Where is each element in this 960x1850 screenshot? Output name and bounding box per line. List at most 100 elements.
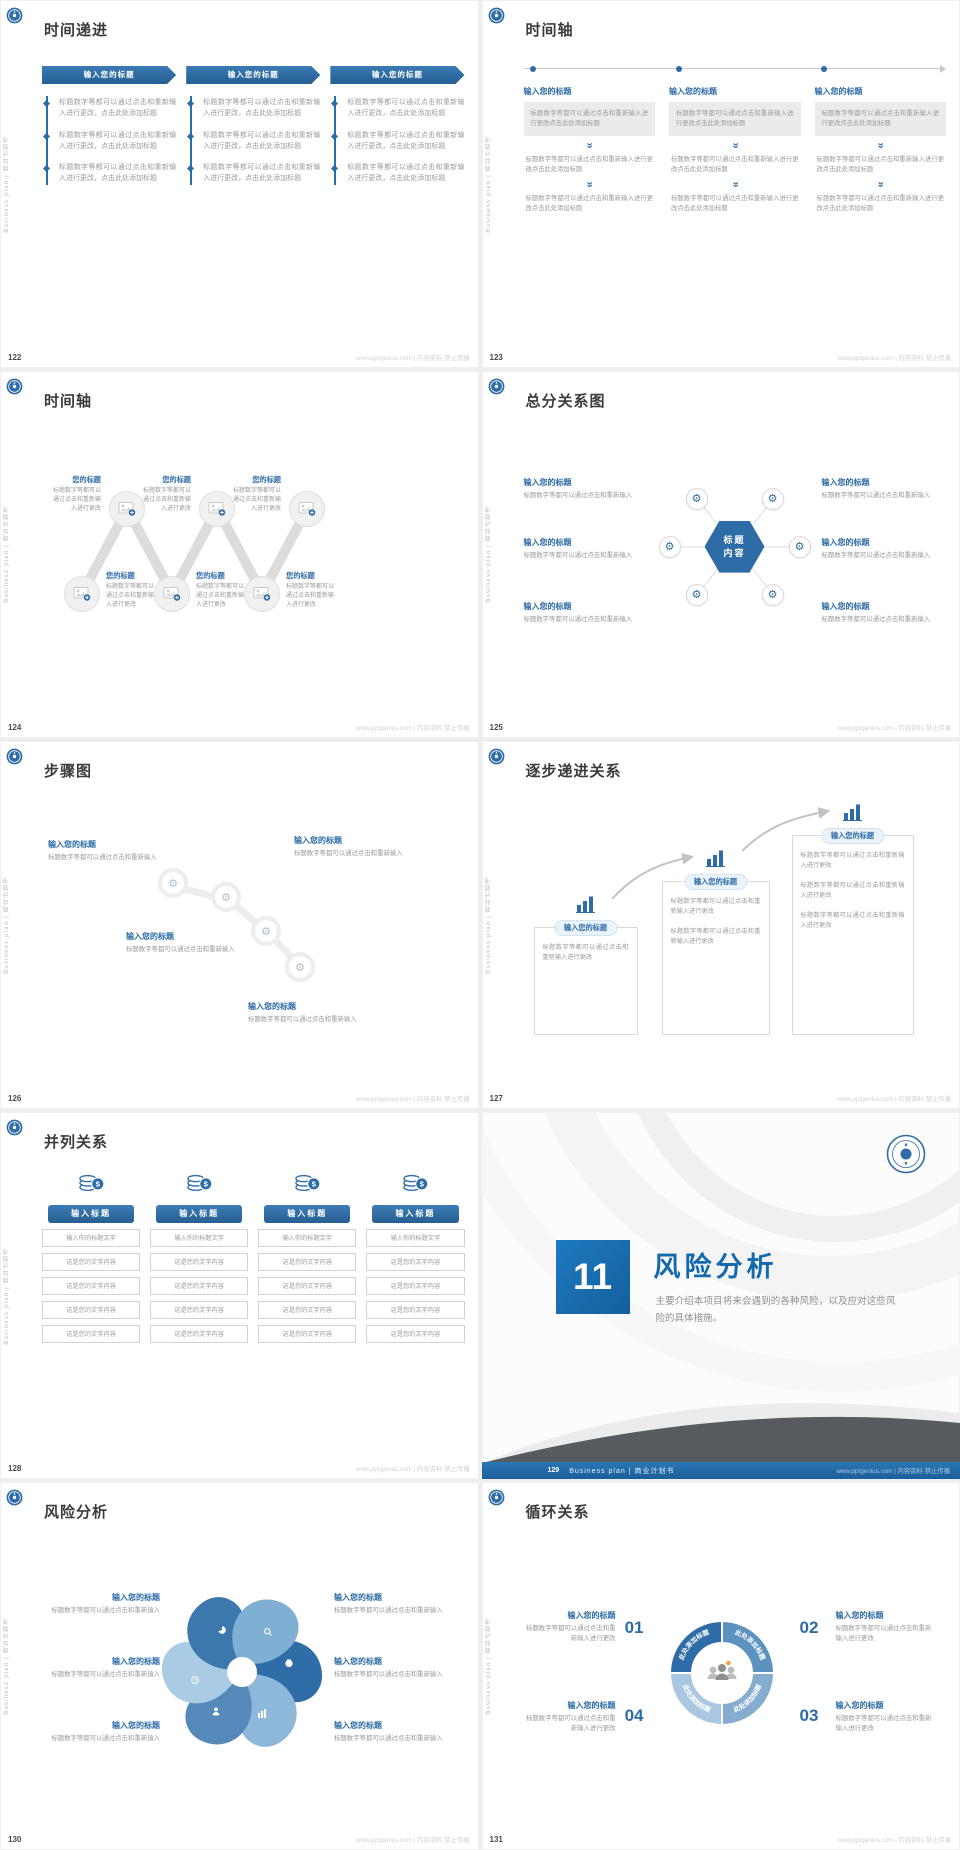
step-paragraph: 标题数字等都可以通过点击和重新输入进行更改 — [800, 882, 905, 899]
gray-text-box: 标题数字等都可以通过点击和重新输入进行更改点击此处添加标题 — [523, 102, 655, 137]
step-box: 输入您的标题 标题数字等都可以通过点击和重新输入进行更改 — [533, 920, 638, 1036]
body-paragraph: 标题数字等都可以通过点击和重新输入进行更改点击此处添加标题 — [671, 156, 799, 174]
arrow-banner: 输入您的标题 — [42, 66, 176, 84]
svg-text:$: $ — [420, 1179, 425, 1188]
svg-text:$: $ — [95, 1179, 100, 1188]
text-row: 这是您的文字内容 — [42, 1252, 141, 1271]
section-title: 风险分析 — [653, 1251, 778, 1282]
block-text: 标题数字等都可以通过点击和重新输入进行更改 — [835, 1715, 932, 1733]
slide-127-progressive-relation: Business plan | 商业计划书 逐步递进关系 输入您的标题 标题数字… — [481, 741, 960, 1109]
bullet-item: 标题数字等都可以通过点击和重新输入进行更改，点击此处添加标题 — [48, 163, 176, 185]
slide-123-timeline: Business plan | 商业计划书 时间轴 输入您的标题 标题数字等都可… — [481, 0, 960, 368]
zigzag-connector — [77, 503, 313, 599]
node-label: 您的标题标题数字等都可以通过点击和重新输入进行更改 — [233, 475, 281, 514]
gear-icon: ⚙ — [761, 583, 784, 606]
add-picture-icon — [208, 502, 226, 516]
parallel-column: $ 输入标题 输入你的标题文字 这是您的文字内容 这是您的文字内容 这是您的文字… — [150, 1170, 249, 1343]
brand-logo-icon — [488, 7, 504, 24]
bullet-item: 标题数字等都可以通过点击和重新输入进行更改，点击此处添加标题 — [192, 98, 320, 120]
add-picture-icon — [253, 587, 271, 601]
feature-block: 输入您的标题标题数字等都可以通过点击和重新输入进行更改 — [836, 1610, 938, 1644]
node-text: 标题数字等都可以通过点击和重新输入进行更改 — [286, 583, 335, 608]
image-placeholder-node — [199, 490, 235, 527]
brand-logo-icon — [886, 1134, 926, 1174]
slide-content: 输入您的标题 标题数字等都可以通过点击和重新输入进行更改，点击此处添加标题 标题… — [42, 54, 465, 344]
step-box-title: 输入您的标题 — [683, 874, 748, 891]
text-row: 输入你的标题文字 — [42, 1228, 141, 1247]
gear-icon: ⚙ — [295, 961, 305, 974]
double-chevron-down-icon: » — [874, 181, 887, 188]
bullet-item: 标题数字等都可以通过点击和重新输入进行更改，点击此处添加标题 — [336, 98, 464, 120]
sidebar-vertical-text: Business plan | 商业计划书 — [485, 135, 492, 233]
add-picture-icon — [73, 587, 91, 601]
image-placeholder-node — [289, 490, 325, 527]
block-title: 输入您的标题 — [334, 1593, 382, 1603]
sidebar-vertical-text: Business plan | 商业计划书 — [4, 876, 10, 974]
cycle-ring-diagram: 此处添加标题 此处添加标题 此处添加标题 此处添加标题 — [668, 1620, 775, 1727]
double-chevron-down-icon: » — [583, 181, 596, 188]
timeline-column: 输入您的标题 标题数字等都可以通过点击和重新输入进行更改点击此处添加标题 » 标… — [523, 86, 655, 214]
column-title: 输入您的标题 — [669, 87, 717, 96]
block-title: 输入您的标题 — [126, 932, 174, 942]
feature-block: 输入您的标题标题数字等都可以通过点击和重新输入 — [822, 601, 940, 625]
node-text: 标题数字等都可以通过点击和重新输入进行更改 — [106, 583, 155, 608]
step-box: 输入您的标题 标题数字等都可以通过点击和重新输入进行更改标题数字等都可以通过点击… — [791, 828, 914, 1036]
slide-130-risk-analysis: Business plan | 商业计划书 风险分析 输入您的标题标题数字等都可… — [0, 1482, 479, 1850]
svg-text:$: $ — [203, 1179, 208, 1188]
cycle-number: 04 — [624, 1706, 644, 1726]
sidebar-vertical-text: Business plan | 商业计划书 — [4, 1617, 10, 1715]
brand-logo-icon — [6, 378, 23, 394]
block-text: 标题数字等都可以通过点击和重新输入 — [821, 551, 931, 559]
feature-block: 输入您的标题标题数字等都可以通过点击和重新输入 — [248, 1001, 360, 1025]
block-title: 输入您的标题 — [835, 1701, 884, 1711]
node-label: 您的标题标题数字等都可以通过点击和重新输入进行更改 — [286, 571, 334, 610]
feature-block: 输入您的标题标题数字等都可以通过点击和重新输入 — [42, 1720, 160, 1744]
cycle-number: 03 — [799, 1706, 819, 1726]
coins-icon: $ — [295, 1174, 321, 1191]
title-button: 输入标题 — [372, 1204, 459, 1223]
feature-block: 输入您的标题标题数字等都可以通过点击和重新输入进行更改 — [524, 1700, 616, 1734]
step-box: 输入您的标题 标题数字等都可以通过点击和重新输入进行更改标题数字等都可以通过点击… — [661, 874, 770, 1036]
bullet-item: 标题数字等都可以通过点击和重新输入进行更改，点击此处添加标题 — [192, 163, 320, 185]
block-text: 标题数字等都可以通过点击和重新输入进行更改 — [526, 1715, 616, 1733]
block-text: 标题数字等都可以通过点击和重新输入 — [821, 491, 931, 499]
page-number: 130 — [8, 1835, 22, 1844]
text-row: 这是您的文字内容 — [42, 1324, 141, 1343]
text-row: 这是您的文字内容 — [366, 1324, 465, 1343]
slide-title: 总分关系图 — [525, 392, 606, 410]
feature-block: 输入您的标题标题数字等都可以通过点击和重新输入 — [42, 1592, 160, 1616]
step-box-title: 输入您的标题 — [820, 828, 885, 845]
column-title: 输入您的标题 — [523, 87, 572, 96]
timeline-column: 输入您的标题 标题数字等都可以通过点击和重新输入进行更改点击此处添加标题 » 标… — [669, 86, 801, 214]
block-text: 标题数字等都可以通过点击和重新输入 — [126, 946, 235, 954]
watermark: www.pptgenius.com | 内容资料·禁止传播 — [836, 1468, 950, 1476]
brand-logo-icon — [488, 378, 504, 394]
feature-block: 输入您的标题标题数字等都可以通过点击和重新输入 — [524, 537, 642, 561]
slide-content: 输入您的标题 标题数字等都可以通过点击和重新输入进行更改 输入您的标题 标题数字… — [524, 795, 947, 1085]
block-title: 输入您的标题 — [294, 836, 342, 846]
block-text: 标题数字等都可以通过点击和重新输入 — [48, 854, 157, 862]
money-bag-icon — [285, 1659, 293, 1668]
page-number: 129 — [547, 1467, 560, 1475]
block-title: 输入您的标题 — [112, 1721, 160, 1731]
block-title: 输入您的标题 — [112, 1593, 160, 1603]
block-title: 输入您的标题 — [821, 477, 870, 487]
slide-content: 输入您的标题 标题数字等都可以通过点击和重新输入进行更改点击此处添加标题 » 标… — [523, 54, 946, 344]
block-text: 标题数字等都可以通过点击和重新输入 — [334, 1607, 443, 1615]
bar-chart-icon — [575, 896, 595, 914]
gear-icon: ⚙ — [221, 891, 231, 904]
watermark: www.pptgenius.com | 内容资料·禁止传播 — [837, 725, 951, 733]
watermark: www.pptgenius.com | 内容资料·禁止传播 — [837, 354, 951, 362]
body-paragraph: 标题数字等都可以通过点击和重新输入进行更改点击此处添加标题 — [816, 195, 945, 213]
slide-content: 此处添加标题 此处添加标题 此处添加标题 此处添加标题 01 02 03 04 … — [524, 1536, 947, 1826]
slide-122-time-progression: Business plan | 商业计划书 时间递进 输入您的标题 标题数字等都… — [0, 0, 479, 368]
block-text: 标题数字等都可以通过点击和重新输入 — [821, 615, 931, 623]
center-hexagon: 标题内容 — [704, 520, 765, 573]
text-row: 这是您的文字内容 — [258, 1252, 357, 1271]
block-title: 输入您的标题 — [821, 537, 870, 547]
text-row: 这是您的文字内容 — [42, 1300, 141, 1319]
slide-title: 时间轴 — [44, 392, 93, 410]
text-row: 这是您的文字内容 — [366, 1276, 465, 1295]
slide-content: ⚙ ⚙ ⚙ ⚙ 输入您的标题标题数字等都可以通过点击和重新输入 输入您的标题标题… — [42, 795, 465, 1085]
